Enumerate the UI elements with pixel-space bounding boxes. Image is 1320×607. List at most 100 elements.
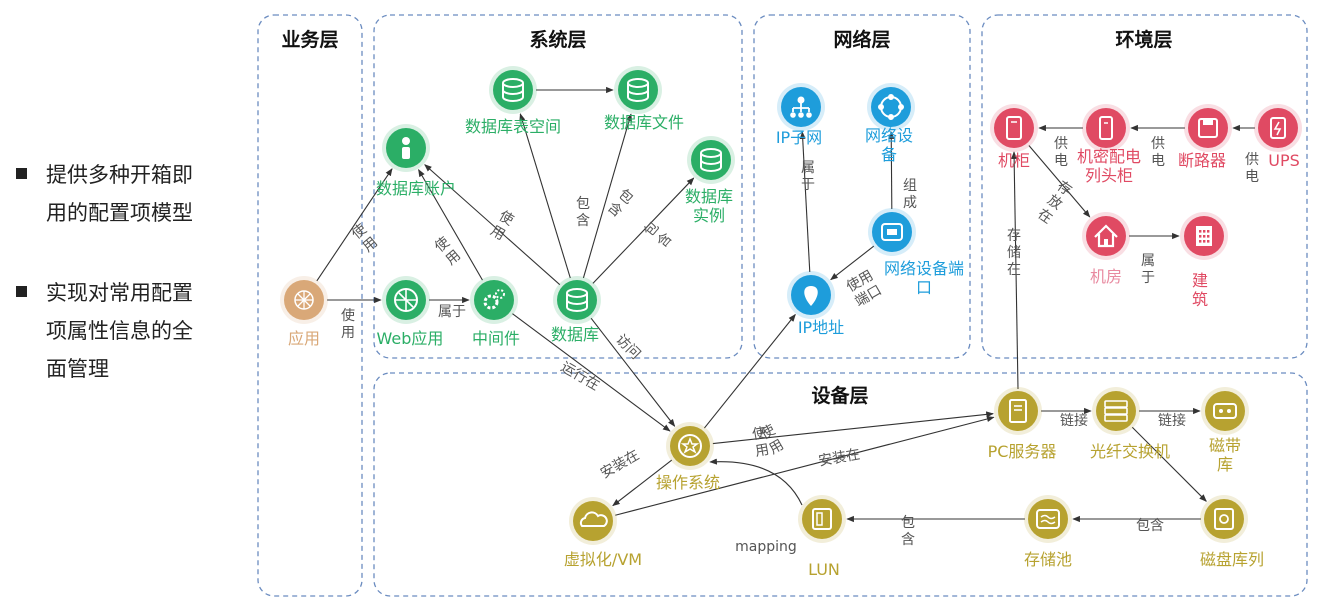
node-net-device[interactable]: 网络设备 <box>865 83 915 164</box>
edge-label: 属于 <box>1141 253 1155 286</box>
node-net-port[interactable]: 网络设备端口 <box>868 208 964 297</box>
node-label: IP子网 <box>776 128 822 147</box>
switch-icon <box>1104 400 1128 422</box>
node-label: Web应用 <box>377 329 444 348</box>
edge-label: 属于 <box>801 160 815 193</box>
bullet-square-icon <box>16 286 27 297</box>
node-database[interactable]: 数据库 <box>551 276 601 344</box>
edge-line <box>709 458 803 506</box>
node-circle <box>1204 499 1244 539</box>
node-disk-array[interactable]: 磁盘库列 <box>1200 495 1264 569</box>
server-icon <box>1009 399 1027 423</box>
edge-pc_server-fc_switch: 链接 <box>1041 407 1092 429</box>
node-web-app[interactable]: Web应用 <box>377 276 444 348</box>
edge-label: 存放在 <box>1034 178 1074 227</box>
bullet-line: 提供多种开箱即 <box>46 163 193 187</box>
layer-business: 业务层 <box>257 14 363 597</box>
floppy-icon <box>1198 118 1218 138</box>
node-circle <box>871 87 911 127</box>
edge-label: 使用 <box>751 424 771 460</box>
layer-title: 系统层 <box>529 28 586 51</box>
edge-database-db_tablespace: 包含 <box>519 113 590 279</box>
edge-label: 安装在 <box>817 447 861 470</box>
node-room[interactable]: 机房 <box>1082 212 1130 286</box>
user-icon <box>402 137 410 159</box>
edge-disk_array-pool: 包含 <box>1072 515 1201 534</box>
edge-ups-breaker: 供电 <box>1232 124 1259 185</box>
node-vm[interactable]: 虚拟化/VM <box>564 497 642 569</box>
layer-title: 设备层 <box>811 384 868 407</box>
node-circle <box>670 426 710 466</box>
database-icon <box>700 148 722 172</box>
node-circle <box>493 70 533 110</box>
node-circle <box>1086 216 1126 256</box>
pdu-icon <box>1099 116 1113 140</box>
node-label: 建筑 <box>1192 271 1208 309</box>
node-pdu[interactable]: 机密配电列头柜 <box>1077 104 1141 185</box>
node-tape-lib[interactable]: 磁带库 <box>1201 387 1249 474</box>
edge-lun-os: mapping <box>709 458 803 555</box>
node-circle <box>994 108 1034 148</box>
edge-line <box>612 459 673 507</box>
building-icon <box>1196 226 1212 246</box>
layer-box <box>753 14 971 359</box>
node-label: 应用 <box>288 329 320 348</box>
database-icon <box>502 78 524 102</box>
bullet-line: 实现对常用配置 <box>46 281 193 305</box>
edge-pool-lun: 包含 <box>846 515 1025 548</box>
bullet-line: 用的配置项模型 <box>46 201 193 225</box>
node-building[interactable]: 建筑 <box>1180 212 1228 309</box>
bullet-line: 面管理 <box>46 357 109 381</box>
node-label: 磁带库 <box>1209 436 1241 474</box>
edge-net_port-net_device: 组成 <box>888 131 917 211</box>
layer-title: 业务层 <box>281 28 338 51</box>
ip-icon <box>804 286 818 306</box>
node-label: 机柜 <box>998 151 1030 170</box>
node-ip-subnet[interactable]: IP子网 <box>776 83 825 147</box>
node-pc-server[interactable]: PC服务器 <box>988 387 1057 461</box>
node-circle <box>1258 108 1298 148</box>
node-os[interactable]: 操作系统 <box>656 422 720 492</box>
node-middleware[interactable]: 中间件 <box>470 276 520 348</box>
node-db-file[interactable]: 数据库文件 <box>604 66 684 132</box>
node-label: 虚拟化/VM <box>564 550 642 569</box>
node-circle <box>474 280 514 320</box>
node-ip-addr[interactable]: IP地址 <box>787 271 844 337</box>
edge-os-pc_server: 使用 <box>712 411 994 460</box>
node-ups[interactable]: UPS <box>1254 104 1302 170</box>
cloud-icon <box>579 511 608 527</box>
edge-breaker-pdu: 供电 <box>1130 124 1185 169</box>
edge-line <box>799 131 811 273</box>
node-app[interactable]: 应用 <box>280 276 328 348</box>
node-lun[interactable]: LUN <box>798 495 846 579</box>
edge-label: 链接 <box>1060 412 1088 429</box>
node-label: 磁盘库列 <box>1200 550 1264 569</box>
node-db-instance[interactable]: 数据库实例 <box>685 136 735 225</box>
layer-system: 系统层 <box>373 14 743 359</box>
node-pool[interactable]: 存储池 <box>1024 495 1072 569</box>
edge-label: 供电 <box>1151 136 1165 169</box>
edge-net_port-ip_addr: 使用端口 <box>830 245 885 310</box>
edge-line <box>519 113 571 279</box>
edge-label: 供电 <box>1245 152 1259 185</box>
edge-room-building: 属于 <box>1129 232 1180 286</box>
node-circle <box>573 501 613 541</box>
layer-title: 环境层 <box>1115 28 1172 51</box>
layer-box <box>257 14 363 597</box>
node-fc-switch[interactable]: 光纤交换机 <box>1090 387 1170 461</box>
database-icon <box>627 78 649 102</box>
edge-vm-pc_server: 安装在 <box>615 416 995 516</box>
edge-label: 存储在 <box>1007 228 1021 278</box>
node-label: 存储池 <box>1024 550 1072 569</box>
node-circle <box>1086 108 1126 148</box>
node-circle <box>691 140 731 180</box>
node-db-tablespace[interactable]: 数据库表空间 <box>465 66 561 136</box>
edge-label: 包含 <box>576 196 590 229</box>
edge-line <box>712 411 994 445</box>
node-breaker[interactable]: 断路器 <box>1178 104 1232 170</box>
node-db-account[interactable]: 数据库账户 <box>376 124 456 198</box>
edge-line <box>830 245 875 281</box>
node-cabinet[interactable]: 机柜 <box>990 104 1038 170</box>
edge-line <box>316 168 393 282</box>
bullet-item: 提供多种开箱即 用的配置项模型 <box>14 156 234 232</box>
